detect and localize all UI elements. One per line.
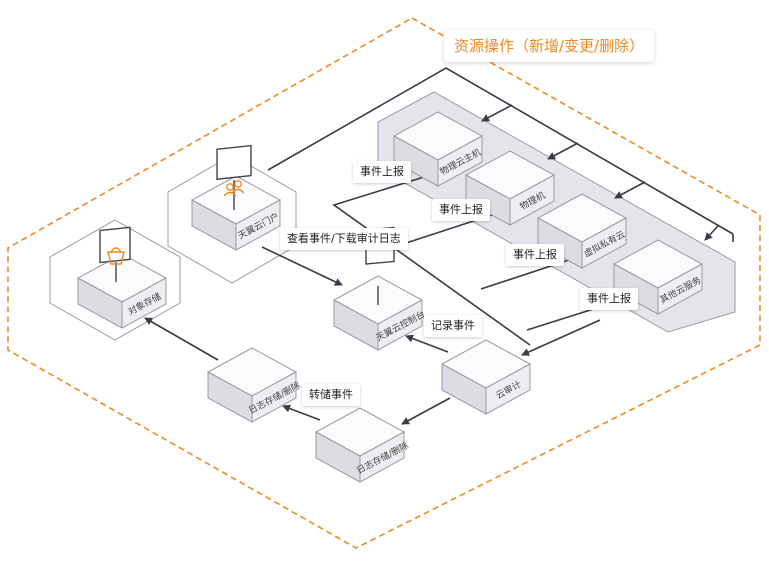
tag-event-report-2: 事件上报 bbox=[432, 199, 490, 221]
portal-to-resources-line bbox=[267, 67, 734, 235]
record-events-arrow bbox=[405, 334, 449, 353]
view-events-arrow bbox=[261, 246, 343, 286]
connectors bbox=[144, 67, 734, 425]
box-virtual-private-cloud-right bbox=[581, 217, 627, 269]
dashed-boundary bbox=[7, 17, 761, 549]
report-line-1 bbox=[332, 171, 531, 346]
tag-event-report-3: 事件上报 bbox=[506, 244, 564, 266]
branch-vpc bbox=[614, 181, 646, 199]
box-cloud-audit: 云审计 bbox=[440, 339, 532, 415]
box-log-storage-top-right bbox=[251, 371, 297, 423]
tag-record-events: 记录事件 bbox=[424, 315, 482, 337]
box-log-storage-bottom: 日志存储/删除 bbox=[314, 407, 410, 483]
box-log-storage-bottom-right bbox=[359, 431, 405, 483]
box-virtual-private-cloud: 虚拟私有云 bbox=[536, 193, 627, 269]
box-object-storage: 对象存储 bbox=[76, 253, 168, 329]
box-cloud-portal-right bbox=[235, 199, 281, 251]
tag-view-events: 查看事件/下载审计日志 bbox=[280, 228, 408, 250]
branch-physical-host bbox=[481, 104, 513, 122]
tag-event-report-1: 事件上报 bbox=[353, 161, 411, 183]
storage-arrow bbox=[144, 317, 219, 361]
tag-event-report-4: 事件上报 bbox=[580, 288, 638, 310]
users-monitor-icon bbox=[216, 144, 252, 210]
box-object-storage-right bbox=[121, 277, 167, 329]
branch-other bbox=[704, 225, 719, 241]
box-other-cloud-service-right bbox=[657, 263, 703, 315]
title-label: 资源操作（新增/变更/删除） bbox=[444, 30, 655, 62]
transfer-events-arrow bbox=[282, 404, 321, 421]
box-log-storage-top: 日志存储/删除 bbox=[206, 347, 302, 423]
box-console-right bbox=[377, 299, 423, 351]
audit-in-arrow bbox=[521, 319, 601, 356]
transfer-arrow-right bbox=[401, 397, 451, 425]
box-group: 物理云主机物理机虚拟私有云其他云服务天翼云门户天翼云控制台云审计对象存储日志存储… bbox=[76, 111, 703, 483]
tag-transfer-events: 转储事件 bbox=[302, 384, 360, 406]
box-physical-machine-right bbox=[509, 174, 555, 226]
box-physical-host-right bbox=[437, 135, 483, 187]
branch-physical-machine bbox=[547, 142, 579, 160]
box-cloud-audit-right bbox=[485, 363, 531, 415]
box-cloud-portal: 天翼云门户 bbox=[190, 175, 281, 251]
bucket-monitor-icon bbox=[99, 226, 131, 282]
